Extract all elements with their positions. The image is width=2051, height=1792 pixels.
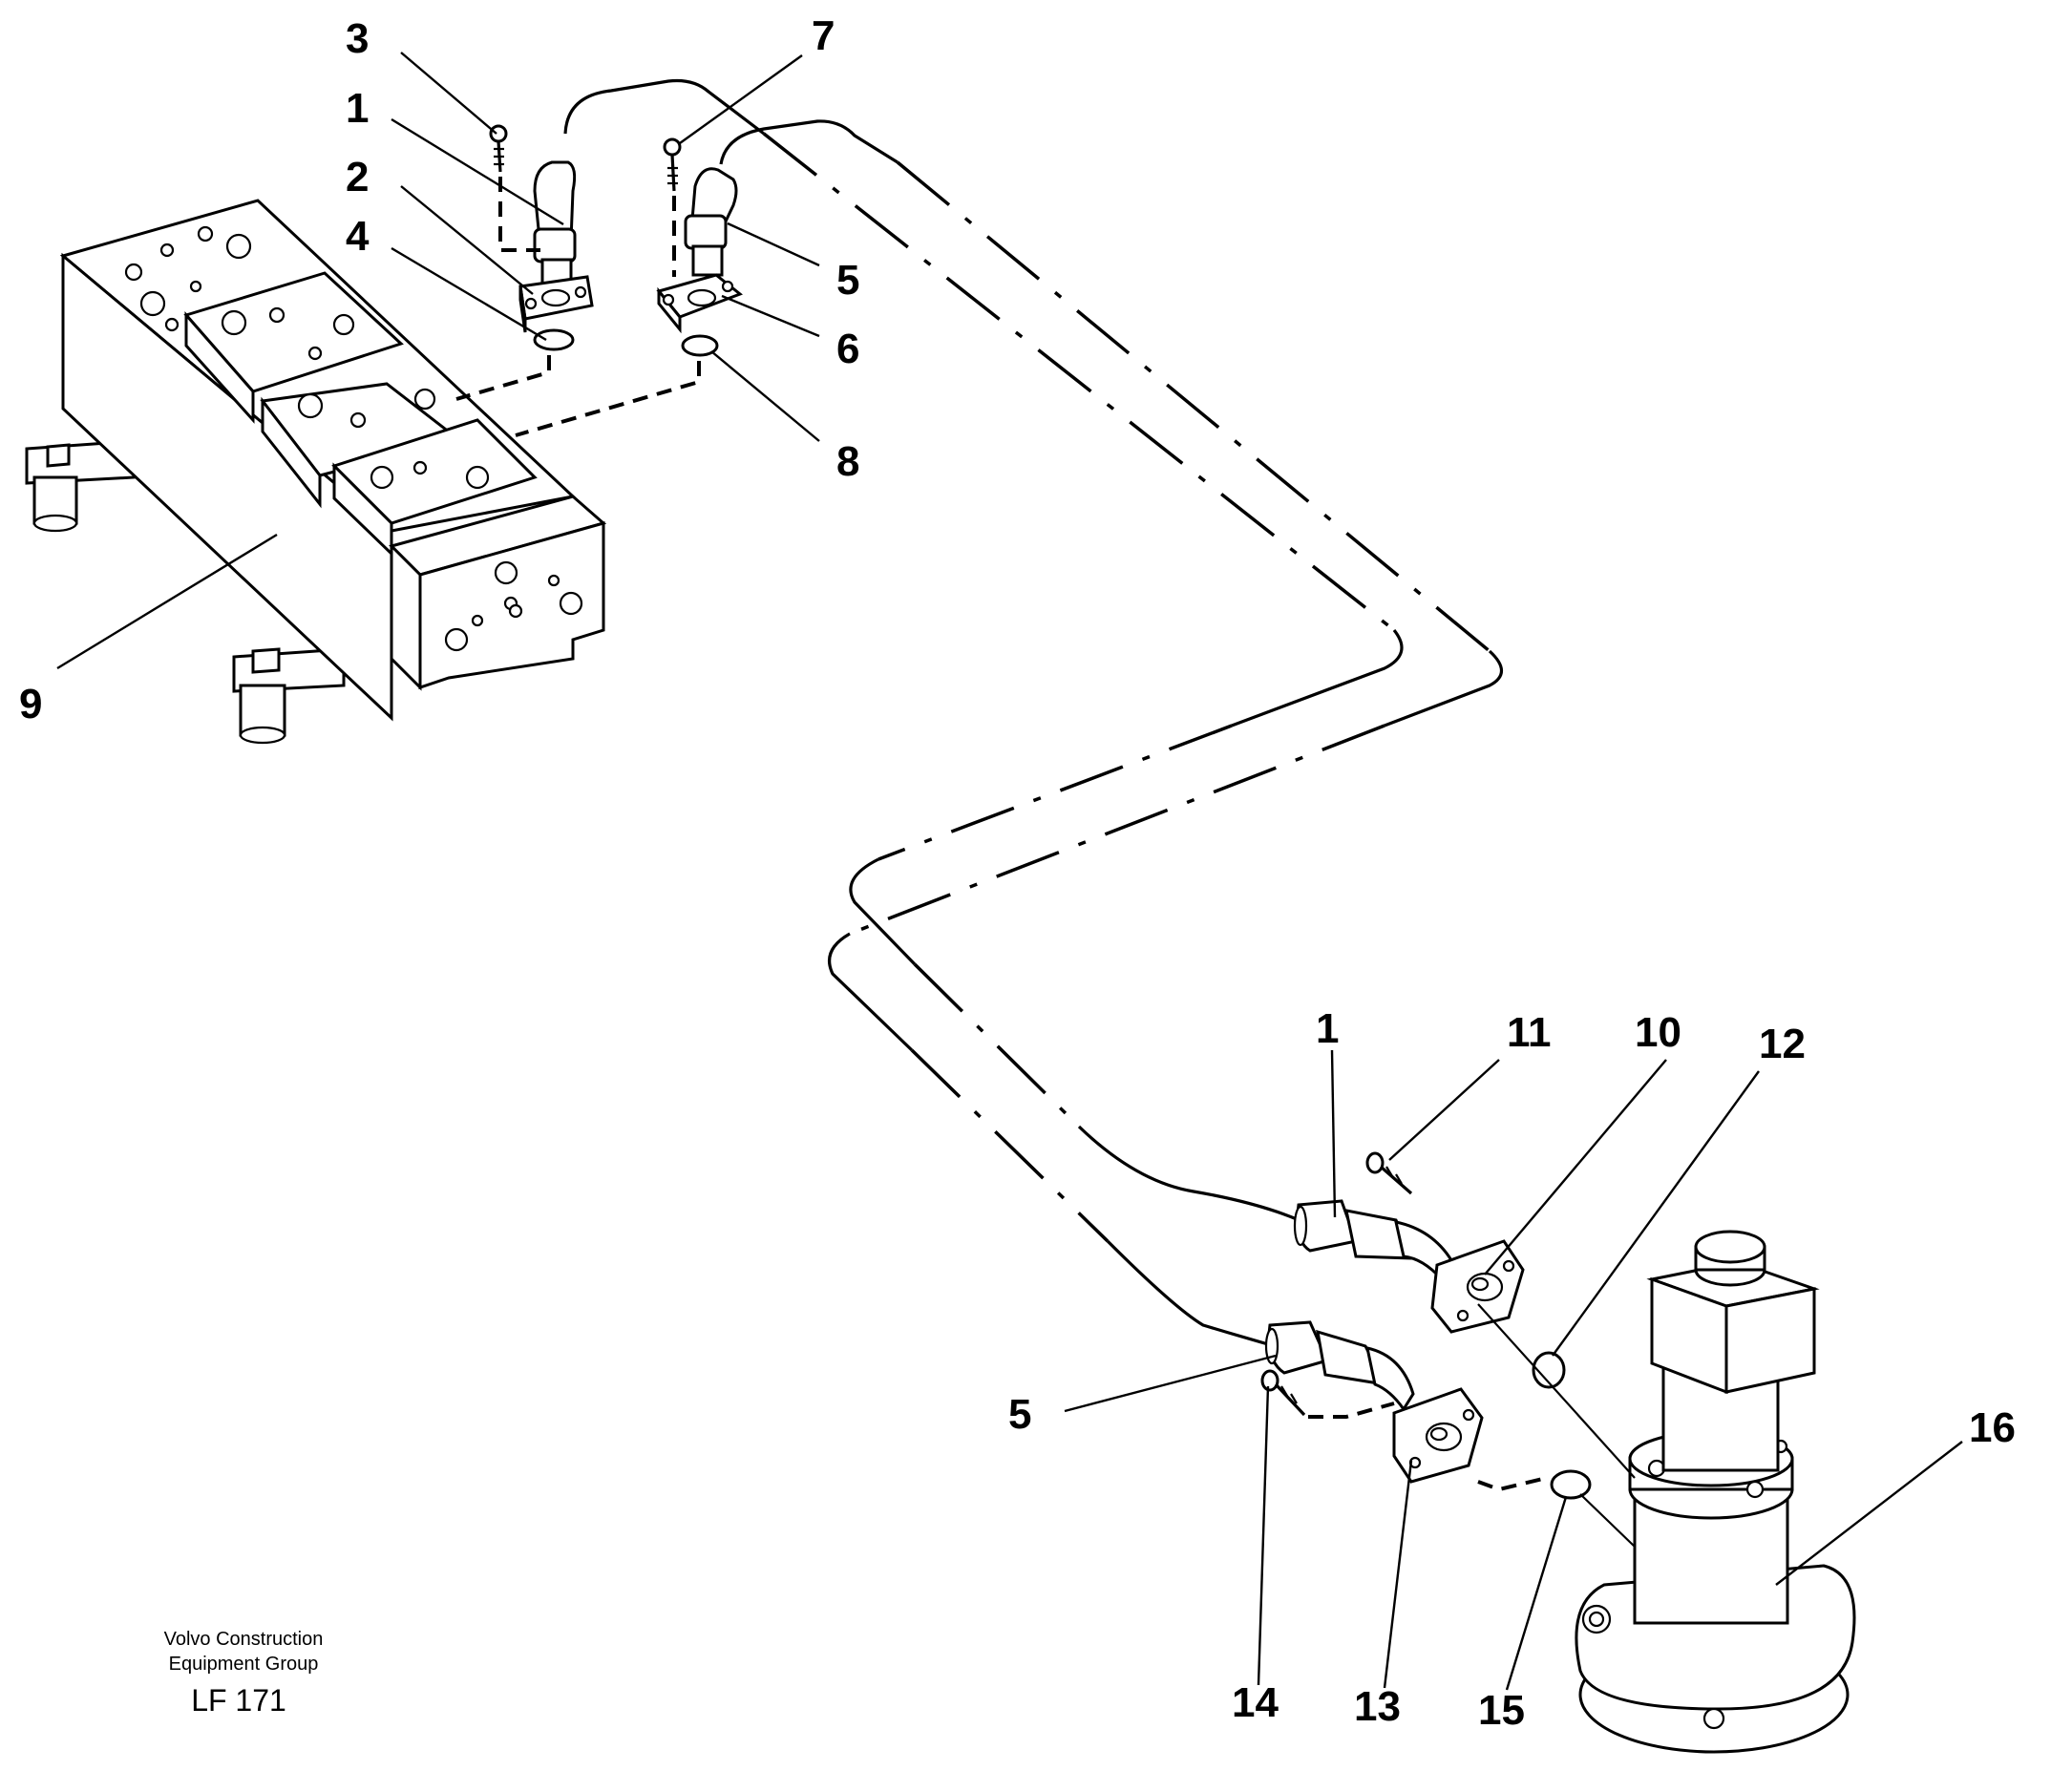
leader-lines: [56, 52, 1963, 1691]
hose-fitting-bottom-lower: [1264, 1320, 1484, 1484]
valve-ports-top: [124, 225, 252, 332]
o-ring-15: [1550, 1469, 1592, 1500]
callout-6: 6: [836, 326, 859, 372]
hose-fitting-top-right: [656, 167, 743, 357]
callout-16: 16: [1969, 1404, 2016, 1451]
valve-section-2: [260, 382, 462, 509]
callout-12: 12: [1759, 1021, 1806, 1067]
bolt-7: [663, 137, 682, 192]
callout-5-top: 5: [836, 257, 859, 304]
callout-9: 9: [19, 681, 42, 727]
callout-7: 7: [812, 12, 835, 59]
hose-fitting-bottom-upper: [1293, 1199, 1525, 1334]
caption-code: LF 171: [191, 1683, 286, 1718]
callout-3: 3: [346, 15, 369, 62]
o-ring-8: [681, 334, 719, 357]
caption-block: Volvo Construction Equipment Group LF 17…: [164, 1629, 324, 1718]
hose-route: [563, 78, 1504, 1348]
caption-line2: Equipment Group: [169, 1654, 319, 1675]
callout-4: 4: [346, 213, 370, 260]
valve-section-1: [183, 271, 404, 424]
callout-11: 11: [1507, 1009, 1552, 1056]
o-ring-4: [533, 328, 575, 351]
callout-8: 8: [836, 438, 859, 485]
bolt-11: [1365, 1151, 1413, 1195]
callout-5-bottom: 5: [1008, 1391, 1031, 1438]
hose-fitting-top-left: [518, 160, 594, 351]
caption-line1: Volvo Construction: [164, 1629, 324, 1650]
callout-1-bottom: 1: [1316, 1005, 1339, 1052]
mounting-bracket-right: [232, 647, 346, 745]
callout-10: 10: [1635, 1009, 1681, 1056]
swivel-joint: [1575, 1230, 1856, 1754]
callout-14: 14: [1232, 1679, 1279, 1726]
callout-13: 13: [1354, 1683, 1401, 1730]
control-valve-block: [25, 199, 607, 745]
valve-end-plate: [389, 495, 607, 691]
callout-1-top: 1: [346, 85, 369, 132]
bolt-3: [489, 124, 508, 173]
callout-15: 15: [1478, 1687, 1525, 1734]
bolt-14: [1260, 1369, 1306, 1417]
o-ring-12: [1532, 1351, 1566, 1389]
callout-2: 2: [346, 154, 369, 200]
callout-labels: 3 1 2 4 7 5 6 8 9 1 11 10 12 5 16 14 13 …: [19, 12, 2016, 1734]
